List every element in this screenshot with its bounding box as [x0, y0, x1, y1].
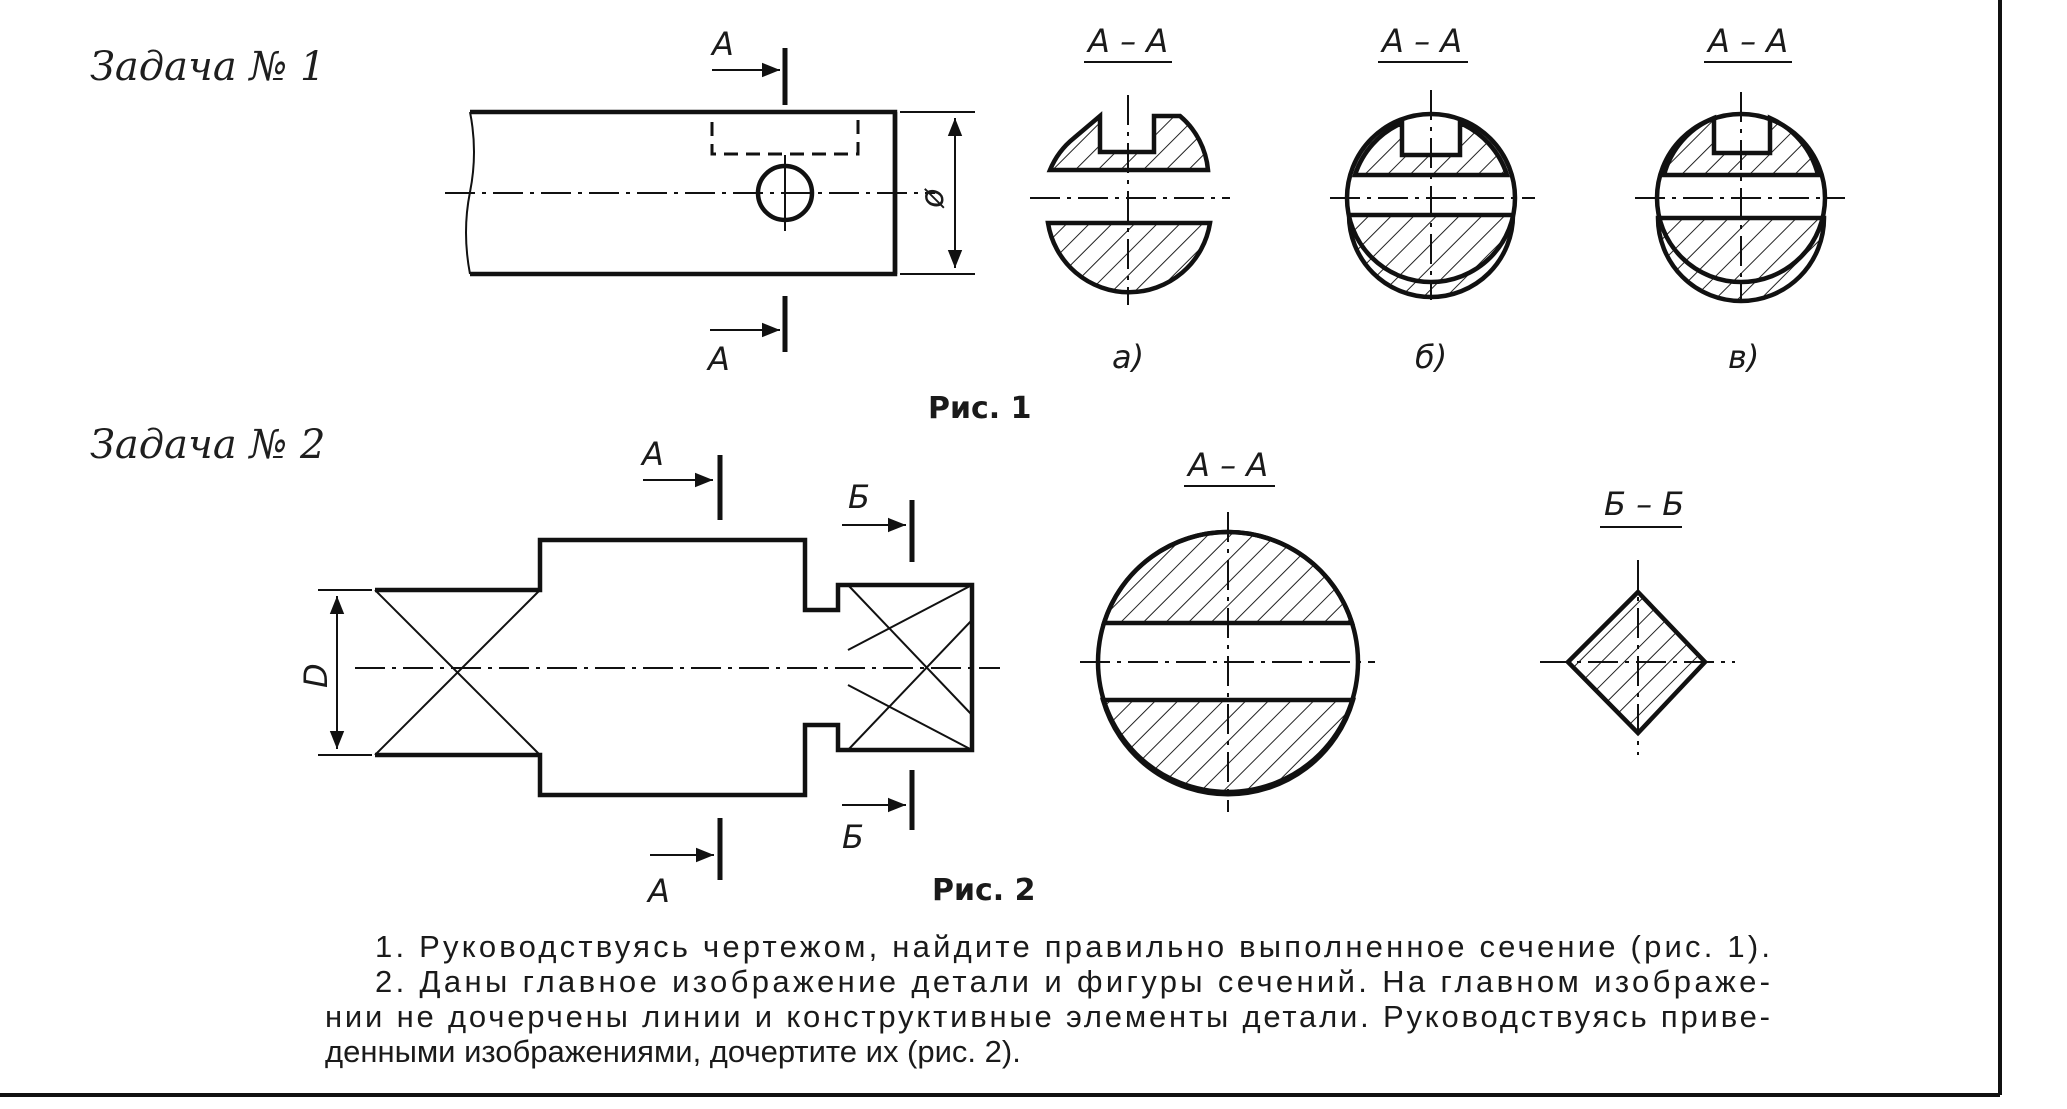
task2-section-bb-title: Б – Б: [1604, 485, 1684, 523]
task1-section-v-label: в): [1728, 338, 1759, 376]
instruction-line-2: 2. Даны главное изображение детали и фиг…: [375, 964, 1770, 999]
instruction-line-1: 1. Руководствуясь чертежом, найдите прав…: [375, 929, 1770, 964]
task1-section-a: А – А а): [1030, 22, 1230, 376]
task1-section-a-label: а): [1112, 338, 1144, 376]
task1-cut-label-bottom: А: [706, 340, 730, 378]
task2-section-bb: Б – Б: [1540, 485, 1735, 755]
task2-main-view: D: [297, 537, 1000, 798]
task1-cutting-plane: А А: [706, 25, 788, 378]
task2-cut-a-bottom: А: [646, 872, 670, 910]
task1-main-view: ø: [445, 109, 975, 277]
instructions: 1. Руководствуясь чертежом, найдите прав…: [325, 929, 1770, 1069]
task1-section-a-title: А – А: [1086, 22, 1168, 60]
task1-title: Задача № 1: [90, 44, 325, 90]
task2-section-aa: А – А: [1080, 446, 1375, 812]
task1-section-b: А – А б): [1330, 22, 1535, 376]
task2-cut-b-top: Б: [848, 478, 870, 516]
instruction-line-3: нии не дочерчены линии и конструктивные …: [325, 999, 1770, 1034]
task2-dimension-label: D: [297, 663, 335, 688]
task1-section-b-label: б): [1415, 338, 1447, 376]
task1-section-b-title: А – А: [1380, 22, 1462, 60]
task2-cutting-plane-b: Б Б: [842, 478, 915, 856]
task1-cut-label-top: А: [710, 25, 734, 63]
task1-caption: Рис. 1: [928, 391, 1032, 426]
task1-section-v-title: А – А: [1706, 22, 1788, 60]
task2-title: Задача № 2: [90, 422, 325, 468]
task2-cut-b-bottom: Б: [842, 818, 864, 856]
task2-cut-a-top: А: [640, 435, 664, 473]
task2-cutting-plane-a: А А: [640, 435, 723, 910]
task2-section-aa-title: А – А: [1186, 446, 1268, 484]
task1-section-v: А – А в): [1635, 22, 1845, 376]
instruction-line-4: денными изображениями, дочертите их (рис…: [325, 1034, 1021, 1069]
task2-caption: Рис. 2: [932, 873, 1036, 908]
task1-dimension-label: ø: [913, 188, 951, 209]
